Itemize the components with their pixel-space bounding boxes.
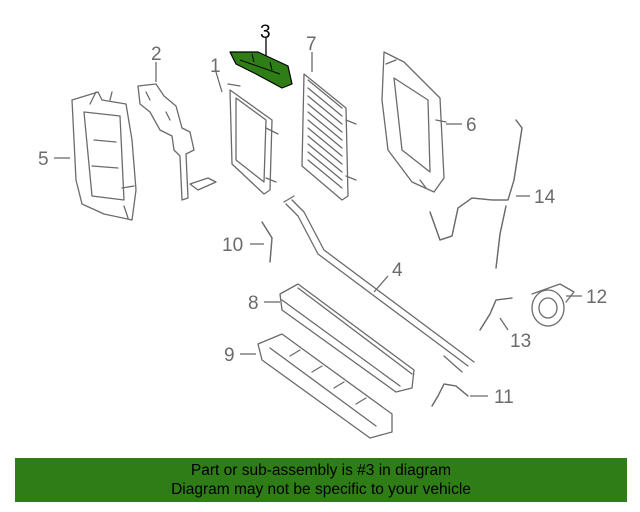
leader-1 [215,71,223,93]
part-3-air-guide-highlighted [229,51,293,89]
part-10-small-hose [261,221,273,263]
callout-1: 1 [210,56,221,77]
callout-labels: 1 2 3 4 5 6 7 8 9 10 11 12 13 14 [38,22,607,408]
callout-3: 3 [260,22,271,43]
part-11-hose [431,383,469,407]
part-5-fan-shroud [71,91,137,221]
info-banner: Part or sub-assembly is #3 in diagram Di… [15,458,627,502]
leader-13 [499,317,509,331]
part-8-charge-air-cooler [279,283,415,393]
callout-2: 2 [151,44,162,65]
callout-6: 6 [466,115,477,136]
callout-13: 13 [510,331,531,352]
leader-lines [54,38,582,397]
callout-14: 14 [534,187,556,208]
part-14-coolant-hose [429,119,523,269]
part-9-lower-tray [257,333,393,439]
part-13-hose [479,297,513,331]
banner-line-disclaimer: Diagram may not be specific to your vehi… [171,481,471,498]
callout-11: 11 [494,387,514,408]
part-7-condenser [301,73,357,201]
leader-4 [373,275,389,293]
part-2-bracket [137,83,217,201]
callout-7: 7 [306,34,317,55]
callout-8: 8 [248,293,259,314]
part-6-shroud-panel [381,51,447,193]
callout-10: 10 [222,235,243,256]
part-1-radiator [227,83,279,195]
callout-9: 9 [224,345,235,366]
part-4-coolant-line [283,195,475,373]
part-12-water-pump [531,283,575,327]
banner-line-part-number: Part or sub-assembly is #3 in diagram [190,462,452,479]
callout-4: 4 [392,260,403,281]
callout-12: 12 [586,287,607,308]
callout-5: 5 [38,149,49,170]
